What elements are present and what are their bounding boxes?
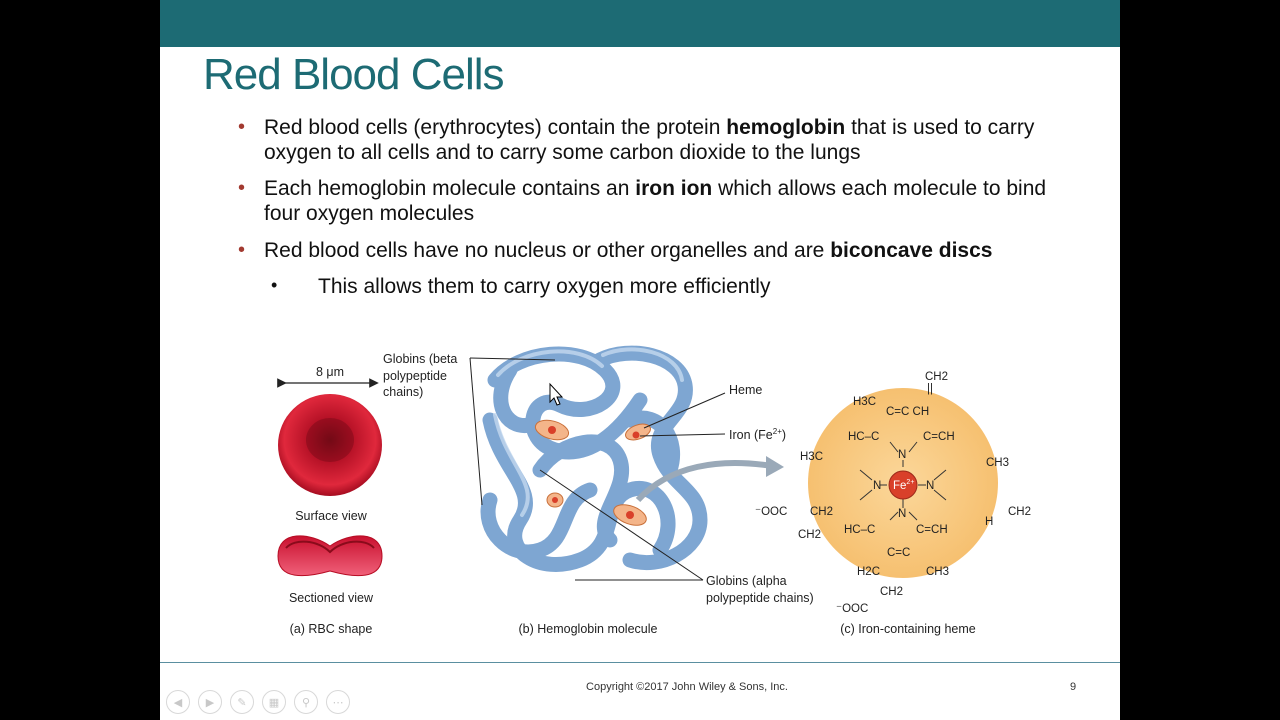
formula-text: CH3 <box>986 457 1009 469</box>
formula-text: CH2 <box>810 506 833 518</box>
formula-text: N <box>926 480 934 492</box>
hemoglobin-panel: Globins (beta polypeptide chains) Heme I… <box>383 345 814 636</box>
bullet-bold: biconcave discs <box>830 239 993 262</box>
formula-text: C=CH <box>916 524 948 536</box>
slide-header-bar <box>160 0 1120 47</box>
leader-lines <box>469 357 726 581</box>
formula-text: C=CH <box>923 431 955 443</box>
formula-text: H <box>985 516 993 528</box>
globins-beta-label: Globins (beta polypeptide chains) <box>383 352 461 399</box>
surface-view-label: Surface view <box>295 509 368 523</box>
back-icon[interactable]: ◀ <box>166 690 190 714</box>
bullet-text: that is used to carry oxygen to all cell… <box>264 116 1035 164</box>
caption-c: (c) Iron-containing heme <box>840 622 976 636</box>
bullet-text: Red blood cells have no nucleus or other… <box>264 239 831 262</box>
bullet-2: • Each hemoglobin molecule contains an i… <box>238 176 1084 226</box>
bullet-bold: hemoglobin <box>726 116 846 139</box>
formula-text: H3C <box>853 396 876 408</box>
sub-bullet: • This allows them to carry oxygen more … <box>271 275 771 299</box>
heme-label: Heme <box>729 383 762 397</box>
bullet-marker: • <box>238 116 246 138</box>
zoom-arrow-head <box>766 456 784 477</box>
bullet-bold: iron ion <box>635 177 713 200</box>
formula-text: C=C <box>887 547 910 559</box>
formula-text: N <box>898 449 906 461</box>
rbc-section-edge <box>285 540 375 554</box>
sub-bullet-marker: • <box>271 275 278 295</box>
protein-chains-icon <box>480 345 708 572</box>
fe-center-label: Fe2+ <box>893 479 914 492</box>
mouse-cursor-icon <box>549 382 564 406</box>
bullet-text: Each hemoglobin molecule contains an <box>264 177 636 200</box>
scale-label: 8 μm <box>316 365 344 379</box>
iron-atom-icon <box>888 470 918 500</box>
protein-highlights <box>493 347 684 517</box>
formula-text: H2C <box>857 566 880 578</box>
copyright: Copyright ©2017 John Wiley & Sons, Inc. <box>586 681 788 693</box>
sectioned-view-label: Sectioned view <box>289 591 374 605</box>
bullet-marker: • <box>238 177 246 199</box>
page-number: 9 <box>1070 681 1077 693</box>
formula-text: ⁻OOC <box>836 603 868 615</box>
formula-text: C=C CH <box>886 406 929 418</box>
formula-text: CH3 <box>926 566 949 578</box>
formula-text: CH2 <box>1008 506 1031 518</box>
formula-text: CH2 <box>925 371 948 383</box>
slide-title: Red Blood Cells <box>203 50 504 99</box>
footer-divider <box>160 662 1120 663</box>
formula-text: CH2 <box>880 586 903 598</box>
sub-bullet-text: This allows them to carry oxygen more ef… <box>318 275 771 298</box>
iron-dot-icon <box>548 426 556 434</box>
more-icon[interactable]: ⋯ <box>326 690 350 714</box>
zoom-arrow-icon <box>635 460 773 503</box>
formula-text: ⁻OOC <box>755 506 787 518</box>
rbc-section-icon <box>277 535 383 577</box>
caption-a: (a) RBC shape <box>290 622 373 636</box>
rbc-center-shade <box>306 418 354 462</box>
formula-text: || <box>927 383 933 395</box>
forward-icon[interactable]: ▶ <box>198 690 222 714</box>
heme-panel: Fe2+ CH2 || H3C C=C CH HC–C C=CH N H3C C… <box>755 371 1031 636</box>
iron-dot-icon <box>632 431 640 439</box>
formula-text: N <box>873 480 881 492</box>
formula-text: HC–C <box>844 524 875 536</box>
slide: Red Blood Cells • Red blood cells (eryth… <box>160 0 1120 720</box>
bullet-text: Red blood cells (erythrocytes) contain t… <box>264 116 727 139</box>
pen-icon[interactable]: ✎ <box>230 690 254 714</box>
formula-text: N <box>898 508 906 520</box>
iron-dot-icon <box>552 497 558 503</box>
formula-text: H3C <box>800 451 823 463</box>
globins-alpha-label: Globins (alpha polypeptide chains) <box>706 574 814 605</box>
iron-label: Iron (Fe2+) <box>729 427 786 442</box>
iron-dot-icon <box>626 511 634 519</box>
caption-b: (b) Hemoglobin molecule <box>519 622 658 636</box>
bullet-marker: • <box>238 239 246 261</box>
zoom-icon[interactable]: ⚲ <box>294 690 318 714</box>
rbc-panel: 8 μm Surface view Sectioned view (a) RBC… <box>277 365 383 636</box>
bullet-3: • Red blood cells have no nucleus or oth… <box>238 238 1084 263</box>
formula-text: CH2 <box>798 529 821 541</box>
bullet-text: which allows each molecule to bind four … <box>264 177 1047 225</box>
bullet-1: • Red blood cells (erythrocytes) contain… <box>238 115 1084 165</box>
heme-bonds <box>859 441 947 521</box>
slideshow-nav: ◀ ▶ ✎ ▦ ⚲ ⋯ <box>166 690 350 714</box>
blood-cell-figure: 8 μm Surface view Sectioned view (a) RBC… <box>277 345 1031 636</box>
slides-icon[interactable]: ▦ <box>262 690 286 714</box>
formula-text: HC–C <box>848 431 879 443</box>
